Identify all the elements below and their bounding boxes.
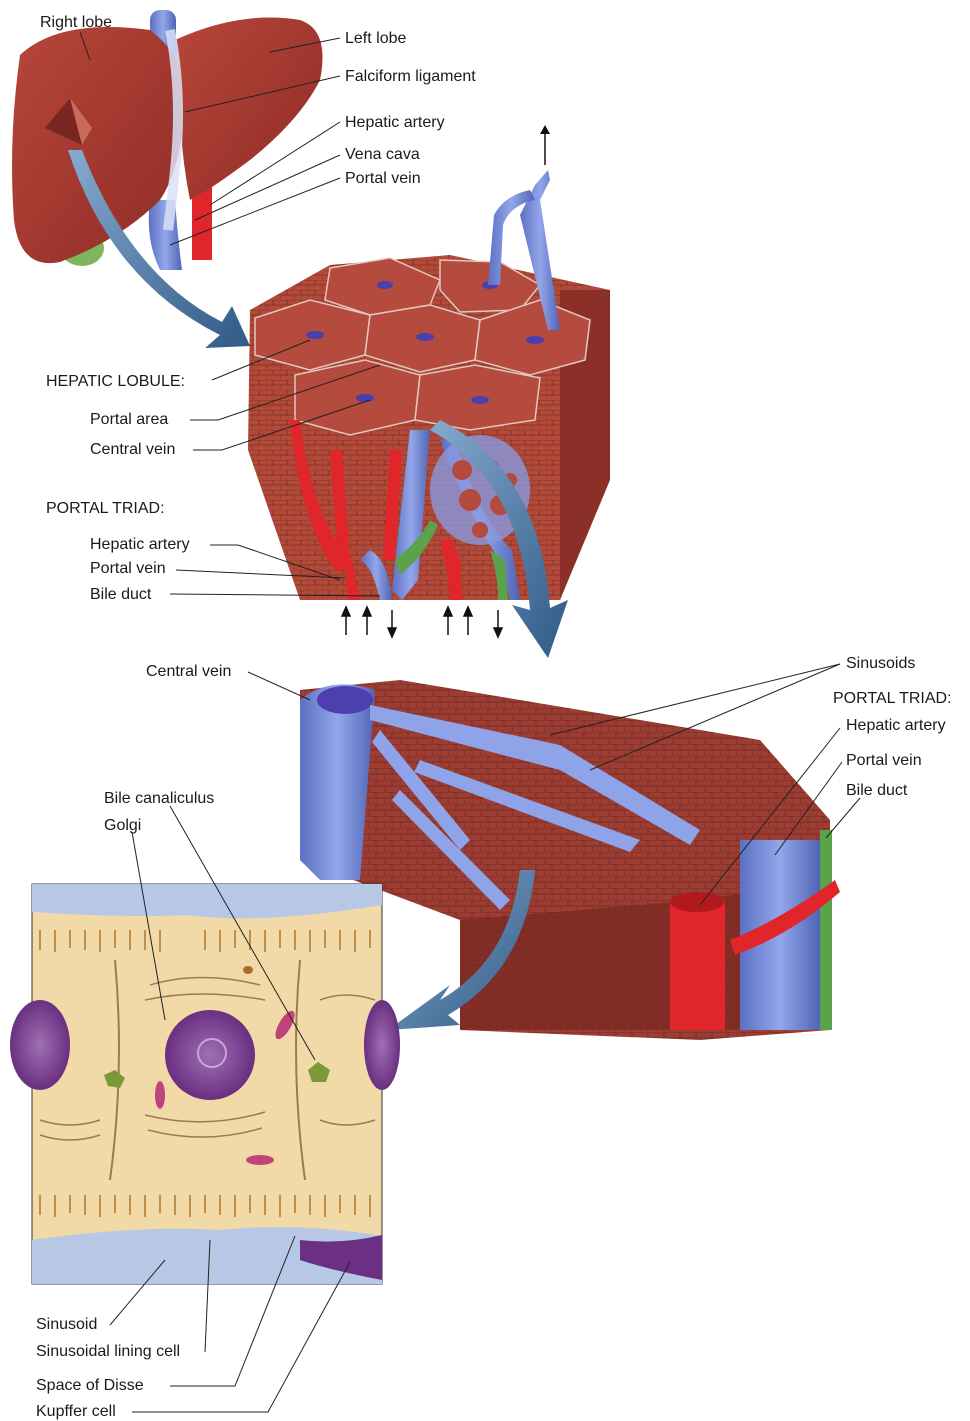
label-bile-canaliculus: Bile canaliculus: [104, 790, 214, 808]
label-bile-duct-sector: Bile duct: [846, 782, 907, 800]
label-portal-triad-heading-lobule: PORTAL TRIAD:: [46, 500, 165, 518]
label-hepatic-lobule-heading: HEPATIC LOBULE:: [46, 373, 185, 391]
vena-cava-bottom: [149, 200, 182, 270]
label-right-lobe: Right lobe: [40, 14, 112, 32]
label-portal-vein-lobule: Portal vein: [90, 560, 166, 578]
label-portal-triad-heading-sector: PORTAL TRIAD:: [833, 690, 952, 708]
label-hepatic-artery-sector: Hepatic artery: [846, 717, 946, 735]
label-central-vein-sector: Central vein: [146, 663, 231, 681]
label-portal-vein-sector: Portal vein: [846, 752, 922, 770]
label-bile-duct-lobule: Bile duct: [90, 586, 151, 604]
hepatic-lobule-block: [248, 125, 610, 637]
label-golgi: Golgi: [104, 817, 141, 835]
liver-organ: [12, 10, 323, 270]
label-sinusoid: Sinusoid: [36, 1316, 97, 1334]
label-vena-cava: Vena cava: [345, 146, 420, 164]
label-hepatic-artery-liver: Hepatic artery: [345, 114, 445, 132]
label-falciform-ligament: Falciform ligament: [345, 68, 476, 86]
label-sinusoidal-lining-cell: Sinusoidal lining cell: [36, 1343, 180, 1361]
label-sinusoids: Sinusoids: [846, 655, 915, 673]
label-portal-vein-liver: Portal vein: [345, 170, 421, 188]
label-space-of-disse: Space of Disse: [36, 1377, 144, 1395]
label-kupffer-cell: Kupffer cell: [36, 1403, 116, 1421]
label-left-lobe: Left lobe: [345, 30, 406, 48]
hepatocyte-cell-view: [10, 884, 400, 1284]
label-central-vein-lobule: Central vein: [90, 441, 175, 459]
label-hepatic-artery-lobule: Hepatic artery: [90, 536, 190, 554]
label-portal-area: Portal area: [90, 411, 168, 429]
